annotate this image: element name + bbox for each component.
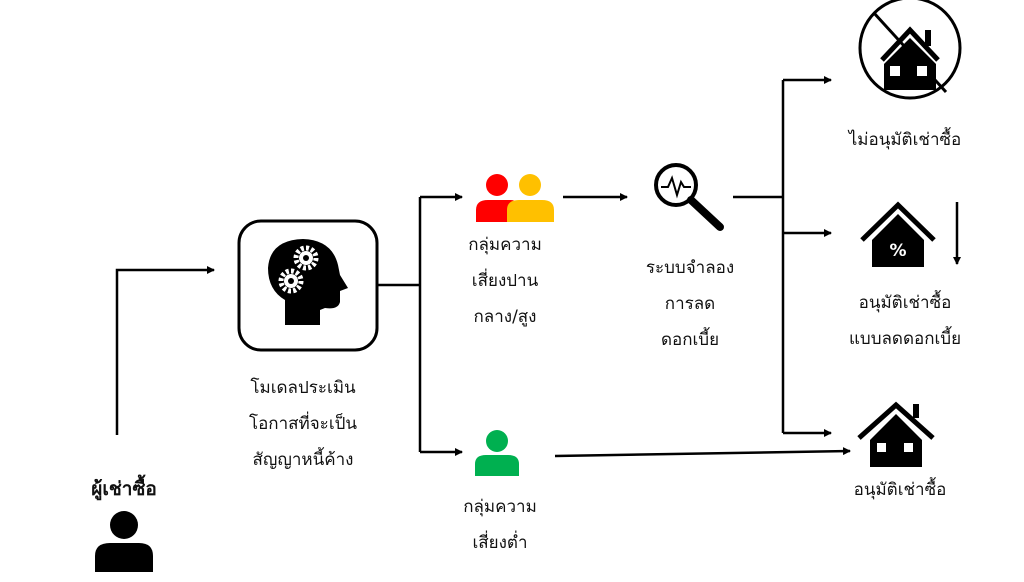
brain-gears-icon — [268, 239, 348, 325]
simulation-label: ระบบจำลอง การลด ดอกเบี้ย — [646, 250, 734, 358]
simulation-label-line: ดอกเบี้ย — [660, 330, 720, 350]
group-label-line: เสี่ยงต่ำ — [472, 533, 528, 553]
model-label-line: สัญญาหนี้ค้าง — [252, 450, 354, 470]
model-label: โมเดลประเมิน โอกาสที่จะเป็น สัญญาหนี้ค้า… — [249, 370, 357, 478]
reduced-label-line: แบบลดดอกเบี้ย — [848, 329, 962, 349]
medium-high-risk-people-icon — [476, 174, 554, 222]
group-label-line: กลุ่มความ — [468, 235, 542, 255]
group-label-line: กลาง/สูง — [473, 307, 537, 327]
arrow-customer-to-model — [115, 266, 215, 435]
magnifier-pulse-icon — [654, 163, 724, 231]
reduced-interest-label: อนุมัติเช่าซื้อ แบบลดดอกเบี้ย — [849, 285, 961, 357]
customer-label: ผู้เช่าซื้อ — [91, 478, 157, 500]
group-label-line: กลุ่มความ — [463, 497, 537, 517]
svg-text:%: % — [889, 241, 906, 261]
simulation-label-line: การลด — [664, 294, 716, 314]
reduced-label-line: อนุมัติเช่าซื้อ — [858, 293, 952, 313]
no-house-icon — [858, 0, 962, 100]
person-icon — [95, 511, 153, 572]
model-label-line: โอกาสที่จะเป็น — [248, 414, 358, 434]
simulation-label-line: ระบบจำลอง — [645, 258, 735, 278]
low-risk-label: กลุ่มความ เสี่ยงต่ำ — [463, 489, 537, 561]
arrow-low-to-approve — [554, 447, 851, 458]
low-risk-person-icon — [475, 430, 519, 476]
group-label-line: เสี่ยงปาน — [471, 271, 539, 291]
house-icon — [857, 401, 935, 467]
medium-high-risk-label: กลุ่มความ เสี่ยงปาน กลาง/สูง — [468, 227, 542, 335]
reject-label: ไม่อนุมัติเช่าซื้อ — [848, 130, 962, 150]
approve-label: อนุมัติเช่าซื้อ — [853, 480, 947, 500]
house-percent-icon: % — [860, 201, 936, 267]
model-label-line: โมเดลประเมิน — [250, 378, 356, 398]
